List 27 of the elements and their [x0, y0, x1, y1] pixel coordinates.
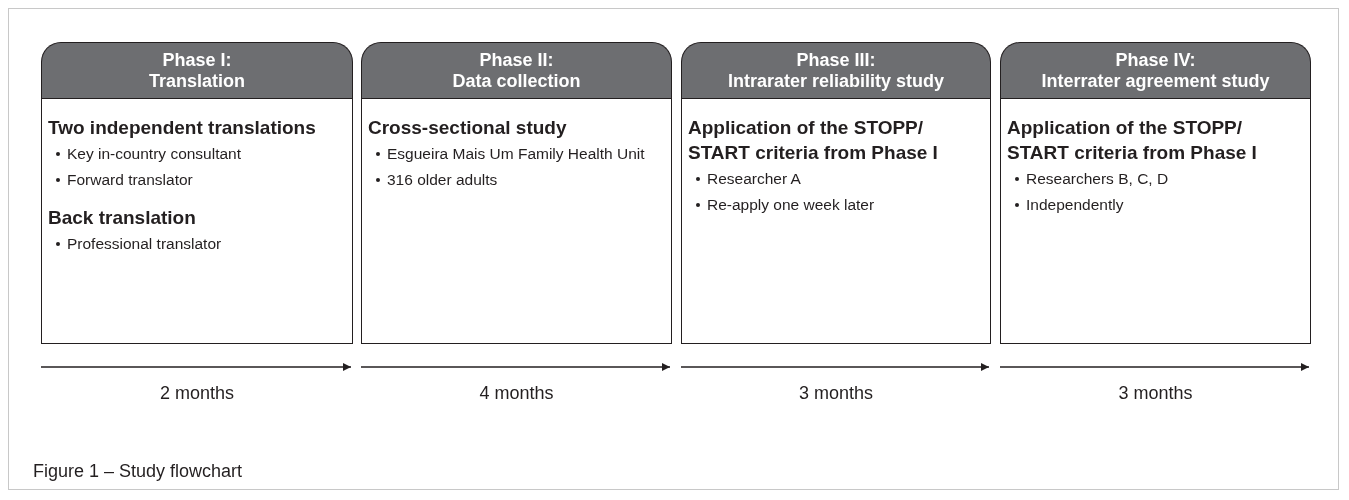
- bullet-item: Researcher A: [696, 166, 986, 192]
- phase-card: [681, 42, 991, 344]
- section-heading: Cross-sectional study: [368, 116, 568, 140]
- phase-card: [1000, 42, 1311, 344]
- duration-label: 2 months: [158, 382, 235, 404]
- phase-card: [361, 42, 672, 344]
- bullet-item: 316 older adults: [376, 167, 667, 193]
- section-heading: Back translation: [48, 206, 197, 230]
- bullet-item: Forward translator: [56, 167, 348, 193]
- bullet-item: Key in-country consultant: [56, 141, 348, 167]
- figure-caption: Figure 1 – Study flowchart: [33, 460, 243, 482]
- duration-label: 3 months: [1117, 382, 1194, 404]
- bullet-item: Professional translator: [56, 231, 348, 257]
- bullet-item: Independently: [1015, 192, 1306, 218]
- phase-card: [41, 42, 353, 344]
- phase-header: Phase IV: Interrater agreement study: [1000, 42, 1311, 98]
- duration-label: 3 months: [797, 382, 874, 404]
- bullet-item: Esgueira Mais Um Family Health Unit: [376, 141, 667, 167]
- phase-header: Phase II: Data collection: [361, 42, 672, 98]
- bullet-item: Researchers B, C, D: [1015, 166, 1306, 192]
- phase-header: Phase I: Translation: [41, 42, 353, 98]
- section-heading: Application of the STOPP/ START criteria from Phase I: [1007, 116, 1258, 165]
- section-heading: Two independent translations: [48, 116, 317, 140]
- phase-header: Phase III: Intrarater reliability study: [681, 42, 991, 98]
- bullet-item: Re-apply one week later: [696, 192, 986, 218]
- duration-label: 4 months: [478, 382, 555, 404]
- section-heading: Application of the STOPP/ START criteria from Phase I: [688, 116, 939, 165]
